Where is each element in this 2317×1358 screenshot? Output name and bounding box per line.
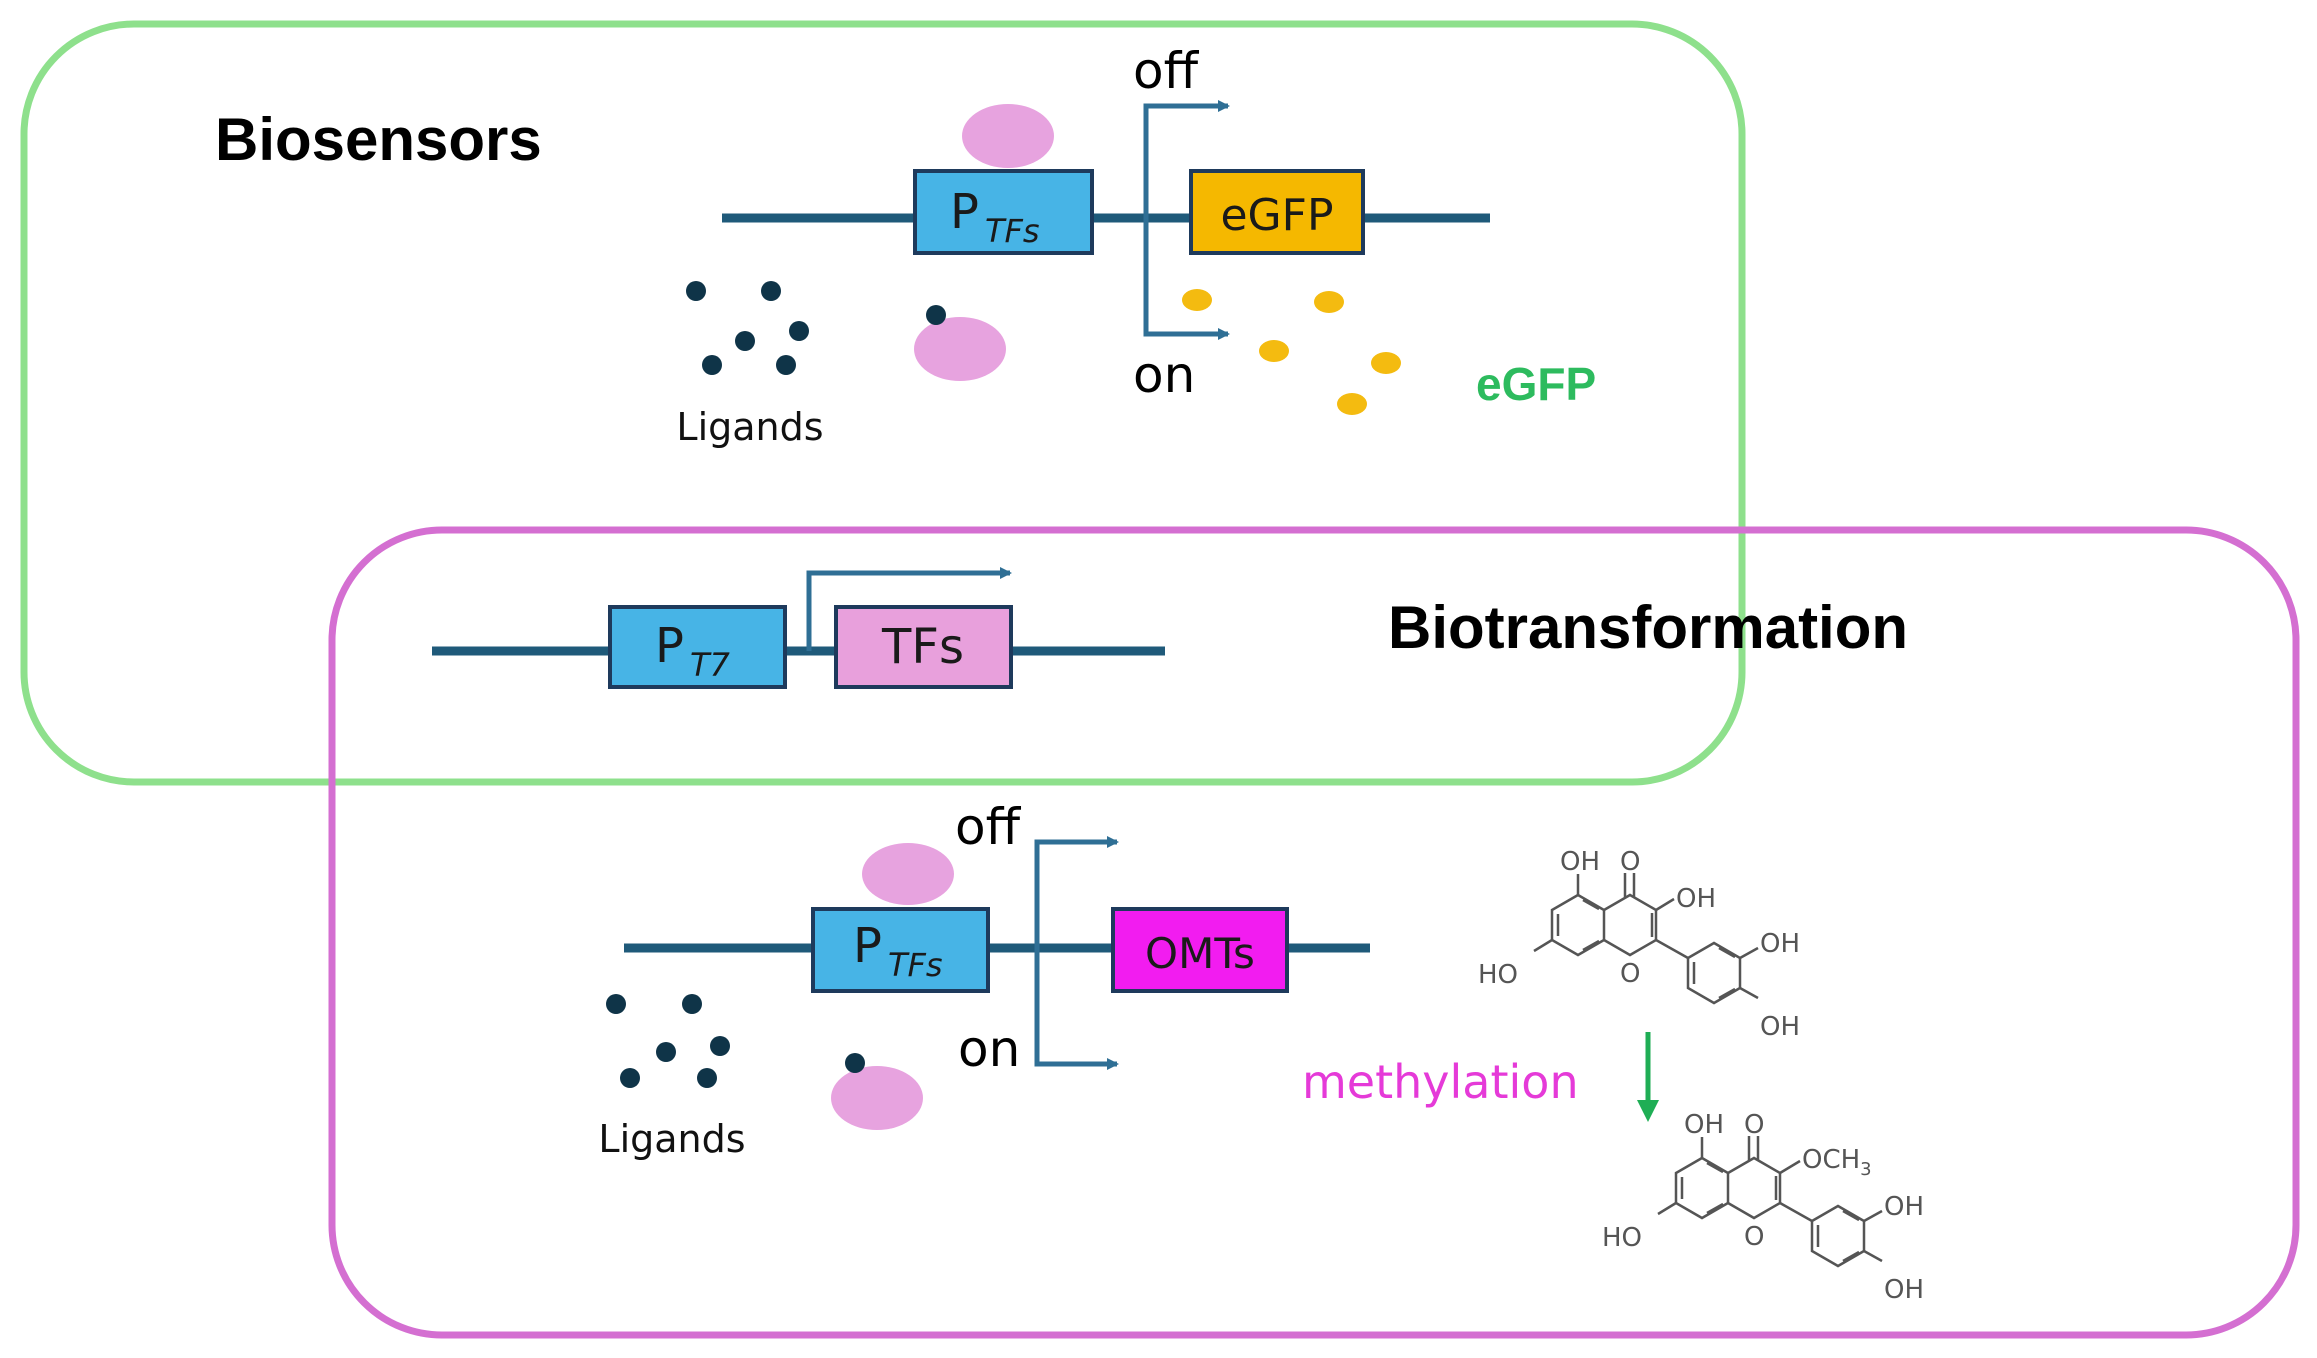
ligands-label: Ligands xyxy=(676,405,823,449)
carbonyl-o-label: O xyxy=(1744,1110,1764,1140)
tf-ligand-complex xyxy=(914,305,1006,381)
tf-protein-free xyxy=(831,1066,923,1130)
ligand-dot xyxy=(789,321,809,341)
methylation-arrow xyxy=(1637,1032,1659,1122)
tfs-gene-label: TFs xyxy=(881,619,964,675)
ligand-dot xyxy=(735,331,755,351)
off-label: off xyxy=(1133,42,1200,100)
ligand-dot xyxy=(702,355,722,375)
ring-o-label: O xyxy=(1620,959,1640,989)
product-molecule: OH O OCH3 HO O OH OH xyxy=(1602,1110,1924,1305)
t7-transcription-arrow xyxy=(806,567,1012,651)
promoter-box xyxy=(811,907,990,993)
tf-ligand-complex xyxy=(831,1053,923,1130)
on-label: on xyxy=(958,1020,1020,1078)
biotransformation-ligands: Ligands xyxy=(598,994,746,1161)
ligands-label: Ligands xyxy=(598,1117,745,1161)
egfp-dot xyxy=(1314,291,1344,313)
tf-protein-bound xyxy=(862,843,954,905)
oh-5-label: OH xyxy=(1684,1110,1724,1140)
tf-protein-free xyxy=(914,317,1006,381)
carbonyl-o-label: O xyxy=(1620,847,1640,877)
off-label: off xyxy=(955,798,1022,856)
ring-o-label: O xyxy=(1744,1222,1764,1252)
on-label: on xyxy=(1133,346,1195,404)
egfp-output: eGFP xyxy=(1182,289,1596,415)
oh-5-label: OH xyxy=(1560,847,1600,877)
ligand-dot xyxy=(697,1068,717,1088)
substrate-molecule: OH O OH HO O OH OH xyxy=(1478,847,1800,1042)
ligand-dot xyxy=(620,1068,640,1088)
promoter-box xyxy=(913,169,1094,255)
egfp-dot xyxy=(1337,393,1367,415)
transcription-on-arrow xyxy=(1143,218,1230,340)
och3-label: OCH3 xyxy=(1802,1145,1872,1180)
transcription-off-arrow xyxy=(1143,100,1230,218)
transcription-off-arrow xyxy=(1034,836,1119,948)
ho-7-label: HO xyxy=(1602,1223,1642,1253)
bound-ligand-dot xyxy=(926,305,946,325)
biotransformation-title: Biotransformation xyxy=(1388,594,1908,661)
ho-7-label: HO xyxy=(1478,960,1518,990)
oh-4p-label: OH xyxy=(1884,1275,1924,1305)
egfp-dot xyxy=(1182,289,1212,311)
ligand-dot xyxy=(656,1042,676,1062)
oh-4p-label: OH xyxy=(1760,1012,1800,1042)
omts-gene-label: OMTs xyxy=(1145,929,1255,978)
egfp-dot xyxy=(1259,340,1289,362)
tfs-gene-box xyxy=(834,605,1013,689)
ligand-dot xyxy=(776,355,796,375)
transcription-on-arrow xyxy=(1034,948,1119,1070)
oh-3p-label: OH xyxy=(1884,1192,1924,1222)
biosensor-frame xyxy=(20,20,1746,786)
omts-gene-box xyxy=(1111,907,1289,993)
egfp-dot xyxy=(1371,352,1401,374)
oh-3p-label: OH xyxy=(1760,929,1800,959)
ligand-dot xyxy=(710,1036,730,1056)
ligand-dot xyxy=(606,994,626,1014)
t7-promoter-box xyxy=(608,605,787,689)
biotransformation-frame xyxy=(328,526,2300,1339)
egfp-gene-box xyxy=(1189,169,1365,255)
egfp-gene-label: eGFP xyxy=(1220,190,1333,241)
tf-protein-bound xyxy=(962,104,1054,168)
ligand-dot xyxy=(761,281,781,301)
biosensor-ligands: Ligands xyxy=(676,281,824,449)
oh-3-label: OH xyxy=(1676,884,1716,914)
bound-ligand-dot xyxy=(845,1053,865,1073)
egfp-output-label: eGFP xyxy=(1476,358,1596,410)
methylation-label: methylation xyxy=(1302,1055,1579,1109)
ligand-dot xyxy=(686,281,706,301)
biosensors-title: Biosensors xyxy=(215,106,542,173)
ligand-dot xyxy=(682,994,702,1014)
